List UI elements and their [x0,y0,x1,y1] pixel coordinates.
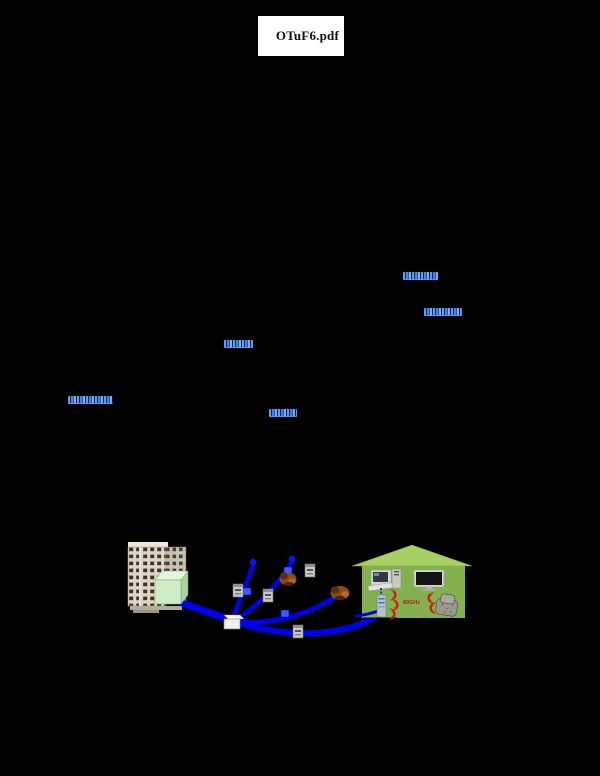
onu-unit-3 [304,563,316,578]
desktop-computer [367,568,402,592]
remote-antenna-units [279,572,350,601]
fiber-tag-3 [280,609,290,618]
optical-splitter [223,614,245,630]
onu-unit-1 [232,583,244,598]
hyperlink-2[interactable] [424,308,462,316]
radio-frequency-label: 60GHz [403,600,420,606]
remote-antenna-2 [330,586,350,601]
hyperlink-5[interactable] [269,409,297,417]
fiber-tags [242,566,293,618]
fiber-branch-home [229,610,385,637]
pdf-filename: OTuF6.pdf [275,28,339,43]
hyperlink-1[interactable] [403,272,438,280]
ftth-network-diagram: 60GHz [127,542,473,639]
onu-unit-2 [262,588,274,603]
fiber-endpoint-2 [288,555,296,563]
onu-unit-4 [292,624,304,639]
olt-cube [154,570,189,605]
fiber-branch-3 [229,592,341,626]
floor-shadow [363,617,397,620]
hyperlink-4[interactable] [68,396,113,404]
indoor-fiber-drop [354,609,380,618]
tv-set [413,569,445,591]
remote-antenna-1 [279,572,297,586]
hyperlink-3[interactable] [224,340,253,348]
fiber-endpoint-1 [249,558,257,566]
fiber-tag-1 [242,587,252,596]
home-gateway-modem [376,594,387,618]
armchair [435,593,458,617]
feeder-fiber [175,598,235,624]
subscriber-house: 60GHz [351,544,473,620]
pdf-filename-box: OTuF6.pdf [258,16,344,56]
house-roof [351,544,473,567]
